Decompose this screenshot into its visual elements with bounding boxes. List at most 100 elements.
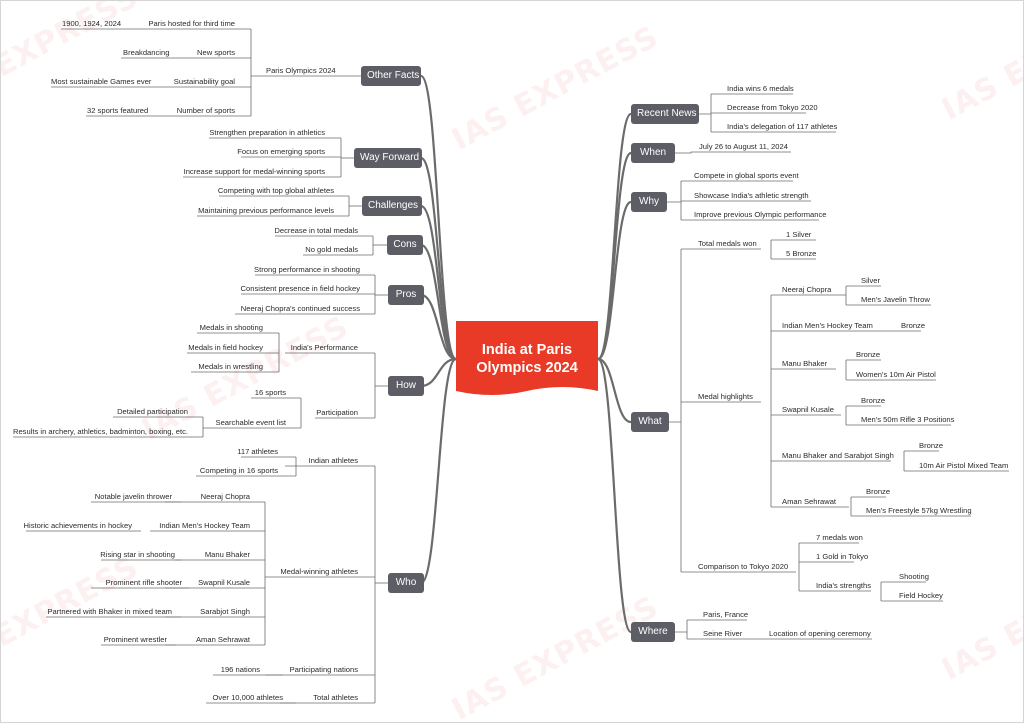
branch-when[interactable]: When	[631, 143, 675, 163]
comparison-item: 1 Gold in Tokyo	[816, 552, 869, 561]
fact-value: 1900, 1924, 2024	[62, 19, 122, 28]
highlight-detail: Bronze	[919, 441, 944, 450]
medalist-name: Swapnil Kusale	[198, 578, 250, 587]
branch-why[interactable]: Why	[631, 192, 667, 212]
where-river-note: Location of opening ceremony	[769, 629, 871, 638]
branch-line	[420, 293, 457, 361]
when-item: July 26 to August 11, 2024	[699, 142, 788, 151]
medal-highlights-label: Medal highlights	[698, 392, 753, 401]
searchable-label: Searchable event list	[215, 418, 287, 427]
performance-item: Medals in shooting	[199, 323, 263, 332]
highlight-athlete: Aman Sehrawat	[782, 497, 837, 506]
branch-line	[419, 357, 458, 585]
why-item: Showcase India's athletic strength	[694, 191, 809, 200]
branch-line	[596, 112, 633, 361]
pros-item: Neeraj Chopra's continued success	[240, 304, 360, 313]
branch-challenges[interactable]: Challenges	[362, 196, 422, 216]
highlight-detail: Men's Freestyle 57kg Wrestling	[866, 506, 972, 515]
way-forward-item: Strengthen preparation in athletics	[209, 128, 325, 137]
why-item: Compete in global sports event	[694, 171, 799, 180]
recent-news-item: Decrease from Tokyo 2020	[727, 103, 818, 112]
branch-recent-news[interactable]: Recent News	[631, 104, 699, 124]
participation-label: Participation	[316, 408, 358, 417]
nations-label: Participating nations	[289, 665, 358, 674]
highlight-athlete: Manu Bhaker and Sarabjot Singh	[782, 451, 894, 460]
highlight-detail: 10m Air Pistol Mixed Team	[919, 461, 1009, 470]
why-item: Improve previous Olympic performance	[694, 210, 827, 219]
highlight-detail: Women's 10m Air Pistol	[856, 370, 936, 379]
connector-line	[663, 151, 791, 154]
highlight-detail: Bronze	[861, 396, 886, 405]
searchable-item: Results in archery, athletics, badminton…	[12, 427, 188, 436]
indian-athletes-item: Competing in 16 sports	[199, 466, 278, 475]
pros-item: Strong performance in shooting	[254, 265, 360, 274]
performance-item: Medals in wrestling	[198, 362, 263, 371]
branch-cons[interactable]: Cons	[387, 235, 423, 255]
total-medals-item: 1 Silver	[786, 230, 812, 239]
highlight-detail: Silver	[861, 276, 880, 285]
performance-label: India's Performance	[290, 343, 358, 352]
where-river: Seine River	[703, 629, 743, 638]
strength-item: Shooting	[899, 572, 929, 581]
highlight-athlete: Swapnil Kusale	[782, 405, 834, 414]
branch-line	[596, 151, 633, 361]
medalist-note: Historic achievements in hockey	[23, 521, 132, 530]
way-forward-item: Focus on emerging sports	[237, 147, 325, 156]
total-athletes-label: Total athletes	[313, 693, 358, 702]
medalist-note: Partnered with Bhaker in mixed team	[47, 607, 172, 616]
branch-line	[596, 357, 633, 634]
way-forward-item: Increase support for medal-winning sport…	[183, 167, 325, 176]
fact-value: 32 sports featured	[87, 106, 149, 115]
fact-value: Breakdancing	[123, 48, 170, 57]
highlight-athlete: Indian Men's Hockey Team	[782, 321, 873, 330]
fact-key: Sustainability goal	[173, 77, 235, 86]
pros-item: Consistent presence in field hockey	[240, 284, 360, 293]
highlight-detail: Men's 50m Rifle 3 Positions	[861, 415, 955, 424]
central-topic[interactable]: India at Paris Olympics 2024	[456, 321, 598, 397]
total-medals-item: 5 Bronze	[786, 249, 817, 258]
recent-news-item: India wins 6 medals	[727, 84, 794, 93]
medalist-note: Prominent rifle shooter	[105, 578, 182, 587]
fact-value: Most sustainable Games ever	[51, 77, 152, 86]
challenge-item: Maintaining previous performance levels	[198, 206, 334, 215]
medalist-note: Rising star in shooting	[100, 550, 175, 559]
branch-how[interactable]: How	[388, 376, 424, 396]
medal-winning-label: Medal-winning athletes	[280, 567, 358, 576]
performance-item: Medals in field hockey	[188, 343, 263, 352]
branch-other-facts[interactable]: Other Facts	[361, 66, 421, 86]
highlight-detail: Bronze	[866, 487, 891, 496]
indian-athletes-item: 117 athletes	[237, 447, 278, 456]
where-city: Paris, France	[703, 610, 749, 619]
branch-way-forward[interactable]: Way Forward	[354, 148, 422, 168]
medalist-note: Prominent wrestler	[103, 635, 167, 644]
medalist-name: Sarabjot Singh	[200, 607, 250, 616]
medalist-name: Neeraj Chopra	[200, 492, 250, 501]
branch-pros[interactable]: Pros	[388, 285, 424, 305]
branch-line	[597, 200, 632, 361]
medalist-name: Manu Bhaker	[204, 550, 250, 559]
central-topic-title: India at Paris Olympics 2024	[476, 342, 578, 376]
central-topic-shape	[456, 321, 598, 395]
branch-what[interactable]: What	[631, 412, 669, 432]
comparison-item: 7 medals won	[816, 533, 863, 542]
medalist-name: Indian Men's Hockey Team	[159, 521, 250, 530]
fact-key: Paris hosted for third time	[148, 19, 235, 28]
highlight-detail: Men's Javelin Throw	[861, 295, 930, 304]
branch-where[interactable]: Where	[631, 622, 675, 642]
strength-item: Field Hockey	[899, 591, 943, 600]
branch-line	[419, 74, 458, 361]
branch-line	[420, 357, 457, 388]
cons-item: No gold medals	[305, 245, 358, 254]
indian-athletes-label: Indian athletes	[308, 456, 358, 465]
highlight-athlete: Manu Bhaker	[782, 359, 828, 368]
challenge-item: Competing with top global athletes	[217, 186, 334, 195]
medalist-note: Notable javelin thrower	[94, 492, 172, 501]
cons-item: Decrease in total medals	[274, 226, 358, 235]
fact-key: New sports	[197, 48, 235, 57]
highlight-detail: Bronze	[856, 350, 881, 359]
nations-value: 196 nations	[220, 665, 260, 674]
branch-who[interactable]: Who	[388, 573, 424, 593]
comparison-label: Comparison to Tokyo 2020	[698, 562, 789, 571]
